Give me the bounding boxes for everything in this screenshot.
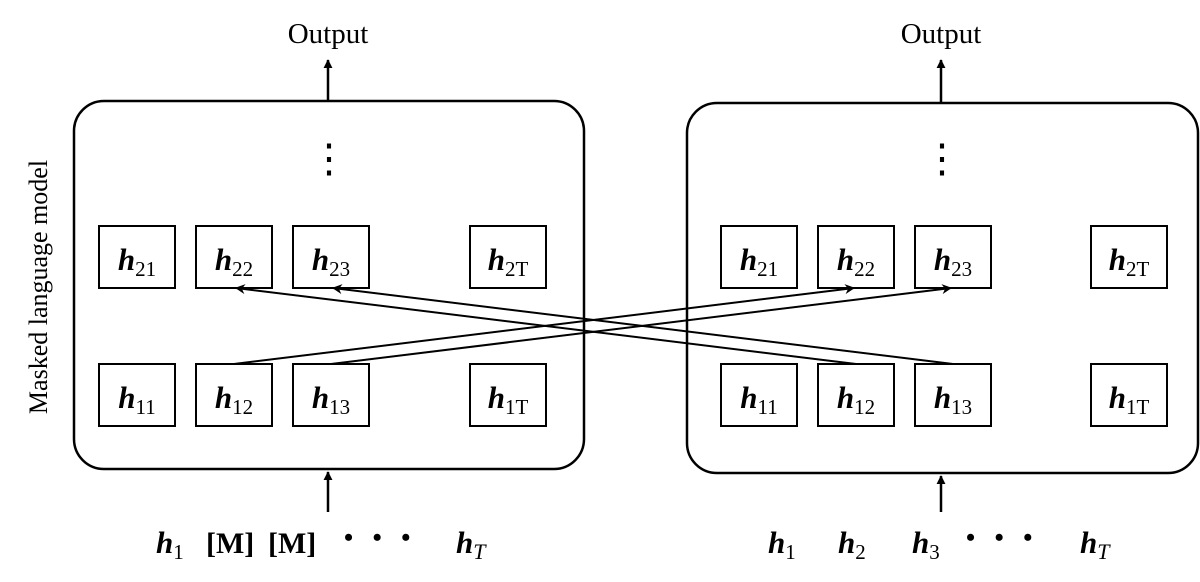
side-label: Masked language model: [24, 160, 53, 414]
left-ellipsis: ⋮: [309, 136, 349, 181]
node-box: [1090, 225, 1168, 289]
left-output-label: Output: [288, 18, 369, 50]
node-box: [292, 225, 370, 289]
node-box: [98, 363, 176, 427]
node-box: [817, 363, 895, 427]
input-token: h1: [768, 525, 796, 564]
right-ellipsis: ⋮: [922, 136, 962, 181]
node-label: h21: [118, 242, 156, 281]
node-label: h11: [118, 380, 155, 419]
node-label: h22: [215, 242, 253, 281]
input-dots: • • •: [966, 523, 1032, 552]
right-lower-row: h11 h12 h13 h1T: [720, 363, 1168, 427]
input-token: h1: [156, 525, 184, 564]
node-label: h22: [837, 242, 875, 281]
right-upper-row: h21 h22 h23 h2T: [720, 225, 1168, 289]
node-box: [469, 225, 547, 289]
left-panel: Output ⋮ h21 h22 h23 h2T: [72, 18, 586, 564]
node-box: [469, 363, 547, 427]
right-output-label: Output: [901, 18, 982, 50]
cross-connections: [233, 284, 954, 365]
node-box: [98, 225, 176, 289]
input-token: hT: [456, 525, 487, 564]
input-token: h3: [912, 525, 940, 564]
node-label: h12: [215, 380, 253, 419]
node-label: h2T: [1109, 242, 1150, 281]
right-input-sequence: h1 h2 h3 • • • hT: [768, 523, 1111, 564]
cross-arrow-right-h12-to-left-h22: [235, 284, 857, 365]
node-box: [914, 363, 992, 427]
right-model-frame: [685, 101, 1200, 475]
node-label: h1T: [1109, 380, 1150, 419]
left-model-frame: [72, 99, 586, 471]
node-box: [720, 225, 798, 289]
node-box: [914, 225, 992, 289]
node-label: h2T: [488, 242, 529, 281]
input-token: hT: [1080, 525, 1111, 564]
node-label: h13: [312, 380, 350, 419]
node-label: h12: [837, 380, 875, 419]
node-box: [195, 225, 273, 289]
node-box: [1090, 363, 1168, 427]
left-lower-row: h11 h12 h13 h1T: [98, 363, 547, 427]
left-input-sequence: h1 [M] [M] • • • hT: [156, 523, 487, 564]
right-panel: Output ⋮ h21 h22 h23 h2T: [685, 18, 1200, 564]
mask-token: [M]: [268, 527, 316, 560]
left-upper-row: h21 h22 h23 h2T: [98, 225, 547, 289]
mask-token: [M]: [206, 527, 254, 560]
node-box: [720, 363, 798, 427]
node-label: h11: [740, 380, 777, 419]
node-label: h13: [934, 380, 972, 419]
cross-arrow-right-h13-to-left-h23: [332, 284, 954, 365]
node-label: h1T: [488, 380, 529, 419]
node-label: h21: [740, 242, 778, 281]
input-token: h2: [838, 525, 866, 564]
input-dots: • • •: [344, 523, 410, 552]
node-label: h23: [312, 242, 350, 281]
node-label: h23: [934, 242, 972, 281]
node-box: [817, 225, 895, 289]
